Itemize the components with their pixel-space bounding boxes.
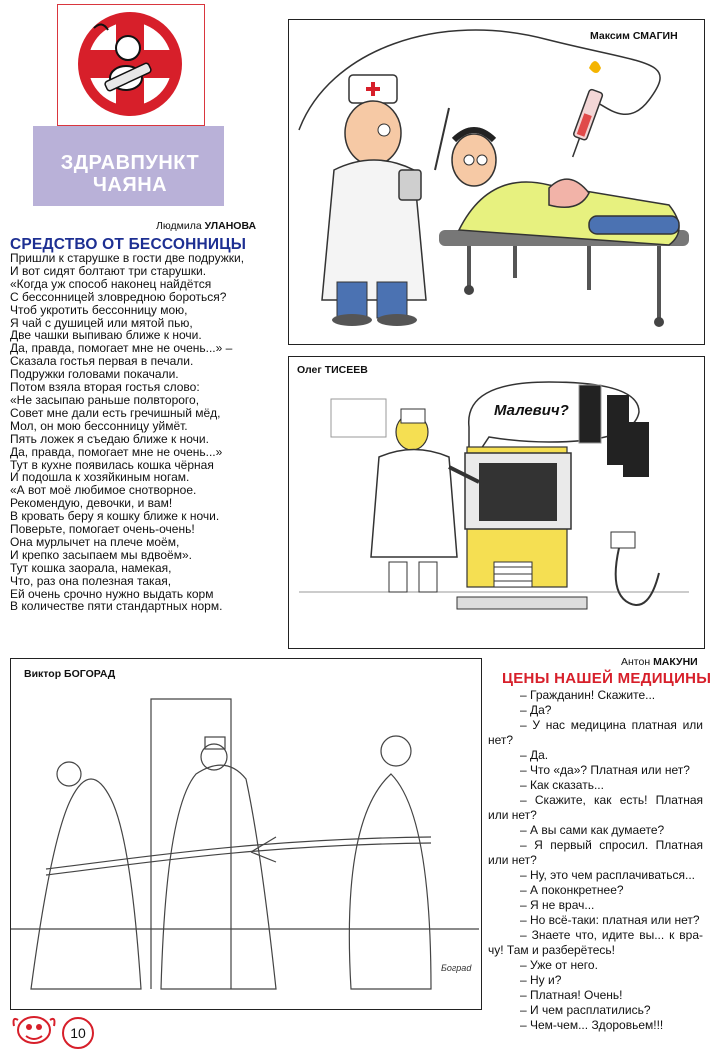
dialog-title: ЦЕНЫ НАШЕЙ МЕДИЦИНЫ (502, 670, 712, 687)
poem-line: Пришли к старушке в гости две подружки, (10, 251, 245, 265)
svg-text:Бограd: Бограd (441, 963, 472, 973)
cartoon-caption-tiseev: Олег ТИСЕЕВ (297, 364, 368, 376)
poem-author: Людмила УЛАНОВА (156, 220, 257, 232)
dialog-line: или нет? (488, 808, 537, 822)
dialog-line: – Я не врач... (520, 898, 595, 912)
dialog-line: – А поконкретнее? (520, 883, 624, 897)
poem-line: «Когда уж способ наконец найдётся (10, 276, 212, 291)
dialog-line: – Уже от него. (520, 958, 598, 972)
cartoon-illustration-doctor-injection (298, 29, 689, 327)
dialog-line: – Как сказать... (520, 778, 604, 792)
dialog-line: – Скажите, как есть! Платная (520, 793, 703, 807)
poem-line: Поверьте, помогает очень-очень! (10, 522, 195, 537)
poem-line: Ей очень срочно нужно выдать корм (10, 586, 214, 601)
poem-line: Она мурлычет на плече моём, (10, 534, 180, 549)
dialog-line: – Ну, это чем расплачиваться... (520, 868, 695, 882)
poem-line: Мол, он мою бессонницу уймёт. (10, 418, 188, 433)
poem-line: В кровать беру я кошку ближе к ночи. (10, 509, 220, 524)
poem-line: И вот сидят болтают три старушки. (10, 263, 207, 278)
dialog-line: – Да? (520, 703, 552, 717)
poem-line: Пять ложек я съедаю ближе к ночи. (10, 431, 209, 446)
mascot-logo-icon (12, 1016, 56, 1044)
cartoon-illustration-ribbon: Бограd (11, 698, 479, 990)
poem-line: Сказала гостья первая в печали. (10, 354, 194, 369)
poem-line: Да, правда, помогает мне не очень...» (10, 444, 223, 459)
cartoon-illustration-xray: Малевич? (299, 381, 689, 610)
dialog-author: Антон МАКУНИ (621, 656, 698, 668)
cartoon-frame-bogorad (10, 658, 482, 1010)
poem-line: Тут в кухне появилась кошка чёрная (10, 457, 214, 472)
poem-line: Подружки головами покачали. (10, 367, 179, 382)
dialog-line: – Платная! Очень! (520, 988, 623, 1002)
poem-line: Потом взяла вторая гостья слово: (10, 380, 200, 395)
poem-line: И подошла к хозяйкиным ногам. (10, 470, 190, 485)
poem-line: Чтоб укротить бессонницу мою, (10, 302, 188, 317)
poem-line: Да, правда, помогает мне не очень...» – (10, 341, 233, 356)
dialog-line: – Знаете что, идите вы... к вра- (520, 928, 703, 942)
dialog-line: – Ну и? (520, 973, 562, 987)
dialog-text: – Гражданин! Скажите...– Да?– У нас меди… (488, 688, 703, 1033)
dialog-line: – Что «да»? Платная или нет? (520, 763, 690, 777)
dialog-line: нет? (488, 733, 514, 747)
cartoon-caption-bogorad: Виктор БОГОРАД (24, 668, 116, 680)
poem-line: Что, раз она полезная такая, (10, 573, 172, 588)
dialog-line: – Но всё-таки: платная или нет? (520, 913, 700, 927)
section-title: ЗДРАВПУНКТ ЧАЯНА (60, 152, 200, 196)
poem-line: Две чашки выпиваю ближе к ночи. (10, 328, 202, 343)
dialog-line: – Чем-чем... Здоровьем!!! (520, 1018, 664, 1032)
page-number: 10 (62, 1017, 94, 1049)
poem-title: СРЕДСТВО ОТ БЕССОННИЦЫ (10, 236, 247, 253)
poem-line: Тут кошка заорала, намекая, (10, 560, 172, 575)
dialog-line: – Я первый спросил. Платная (520, 838, 703, 852)
dialog-line: чу! Там и разберётесь! (488, 943, 615, 957)
poem-line: Я чай с душицей или мятой пью, (10, 315, 193, 330)
red-cross-logo-icon (78, 12, 182, 116)
poem-line: «Не засыпаю раньше полвторого, (10, 392, 200, 407)
poem-text: Пришли к старушке в гости две подружки,И… (10, 252, 265, 613)
dialog-line: – Гражданин! Скажите... (520, 688, 656, 702)
dialog-line: – У нас медицина платная или (520, 718, 703, 732)
poem-line: Совет мне дали есть гречишный мёд, (10, 405, 221, 420)
speech-bubble-text: Малевич? (494, 402, 569, 419)
dialog-line: – А вы сами как думаете? (520, 823, 665, 837)
poem-line: Рекомендую, девочки, и вам! (10, 496, 173, 511)
poem-line: «А вот моё любимое снотворное. (10, 483, 197, 498)
section-banner (33, 126, 224, 206)
dialog-line: или нет? (488, 853, 537, 867)
poem-line: В количестве пяти стандартных норм. (10, 599, 223, 614)
dialog-line: – И чем расплатились? (520, 1003, 651, 1017)
cartoon-caption-smagin: Максим СМАГИН (590, 30, 678, 42)
poem-line: И крепко засыпаем мы вдвоём». (10, 547, 192, 562)
dialog-line: – Да. (520, 748, 549, 762)
poem-line: С бессонницей зловредною бороться? (10, 289, 227, 304)
